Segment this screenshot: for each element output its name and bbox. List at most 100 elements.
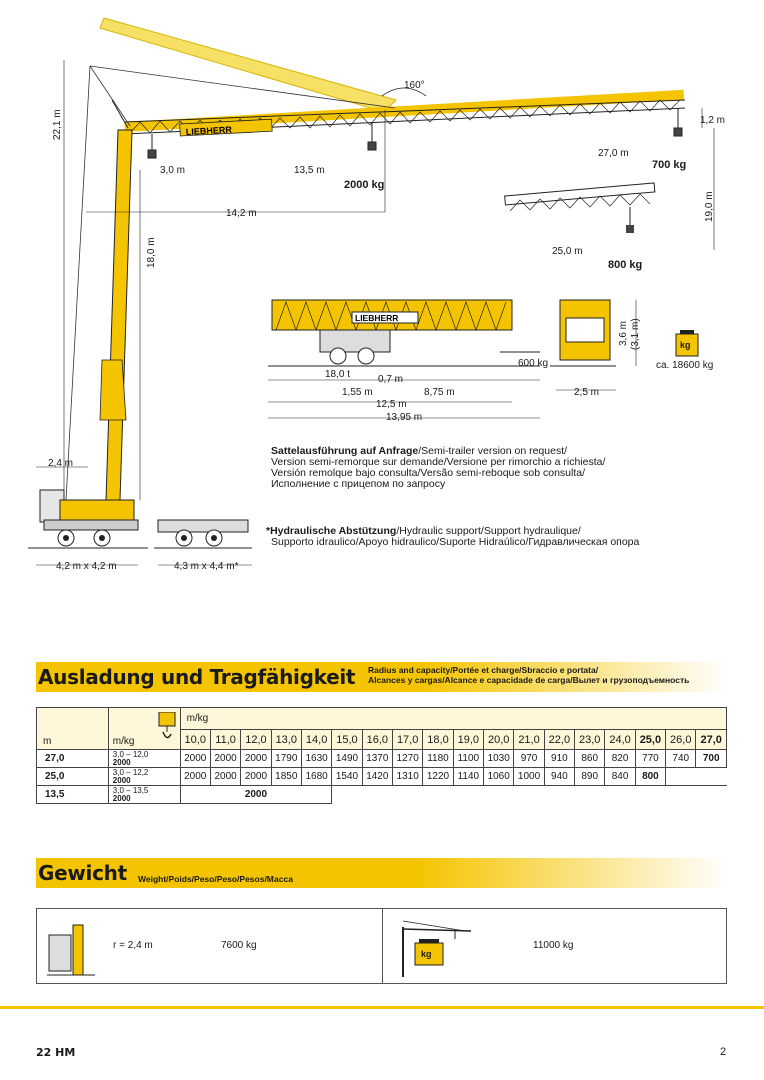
capacity-cell: 860 — [574, 749, 606, 768]
capacity-cell: 940 — [543, 767, 576, 786]
radius-header-cell: 10,0 — [179, 729, 211, 750]
range-text: 3,0 – 13,5 — [112, 785, 149, 795]
radius-25-0-label: 25,0 m — [552, 246, 583, 257]
transport-brand: LIEBHERR — [355, 313, 398, 323]
capacity-subtitle-1: Radius and capacity/Portée et charge/Sbr… — [368, 665, 599, 675]
capacity-cell: 1180 — [422, 749, 454, 768]
hydraulic-note: *Hydraulische Abstützung/Hydraulic suppo… — [266, 526, 639, 548]
capacity-cell: 1540 — [331, 767, 363, 786]
ballast-radius: r = 2,4 m — [113, 940, 153, 951]
hydraulic-note-star: * — [266, 525, 271, 537]
capacity-cell: 770 — [634, 749, 667, 768]
col-header-m: m — [36, 707, 109, 750]
total-weight: 11000 kg — [533, 940, 574, 951]
total-weight-crane-icon — [402, 920, 472, 977]
radius-header-unit: m/kg — [179, 707, 728, 730]
weight-box-divider — [382, 909, 383, 983]
capacity-cell: 1420 — [361, 767, 393, 786]
angle-label: 160° — [404, 80, 425, 91]
hydraulic-note-line-2: Supporto idraulico/Apoyo hidraulico/Supo… — [271, 536, 640, 548]
radius-header-cell: 18,0 — [422, 729, 454, 750]
capacity-cell: 800 — [634, 767, 667, 786]
capacity-section-band — [36, 662, 728, 692]
semitrailer-note-line-2: Version semi-remorque sur demande/Versio… — [271, 456, 606, 468]
jib-length-cell: 13,5 — [36, 785, 109, 804]
radius-header-cell: 13,0 — [270, 729, 302, 750]
semitrailer-note-line-3: Versión remolque bajo consulta/Versão se… — [271, 467, 586, 479]
col-header-mkg: m/kg — [107, 707, 181, 750]
radius-14-2-label: 14,2 m — [226, 208, 257, 219]
height-3-6-label: 3,6 m — [618, 320, 629, 346]
range-load-text: 2000 — [112, 757, 131, 767]
footer-page-number: 2 — [720, 1046, 727, 1058]
dim-8-75-label: 8,75 m — [424, 387, 455, 398]
range-load-text: 2000 — [112, 775, 131, 785]
radius-27-0-label: 27,0 m — [598, 148, 629, 159]
radius-header-cell: 15,0 — [331, 729, 363, 750]
capacity-cell: 1220 — [422, 767, 454, 786]
radius-13-5-label: 13,5 m — [294, 165, 325, 176]
hook-3m — [147, 134, 157, 159]
hydraulic-note-line-1: /Hydraulic support/Support hydraulique/ — [396, 525, 581, 537]
hook-13-5m — [367, 122, 377, 151]
capacity-cell: 2000 — [179, 767, 211, 786]
semitrailer-note-line-4: Исполнение с прицепом по запросу — [271, 478, 446, 490]
footer-model: 22 HM — [36, 1046, 76, 1059]
tower-mast — [65, 65, 396, 501]
hydraulic-note-bold: Hydraulische Abstützung — [270, 525, 397, 537]
trailer-load-label: 600 kg — [518, 358, 549, 369]
empty-cell — [331, 785, 727, 804]
empty-cell — [665, 767, 727, 786]
capacity-cell: 1000 — [513, 767, 545, 786]
jib-brand: LIEBHERR — [186, 125, 233, 137]
radius-header-cell: 20,0 — [483, 729, 515, 750]
range-load-text: 2000 — [112, 793, 131, 803]
capacity-cell: 1790 — [270, 749, 302, 768]
jib-25m-detail — [504, 182, 656, 233]
radius-header-cell: 27,0 — [695, 729, 727, 750]
capacity-cell: 1310 — [391, 767, 424, 786]
radius-header-cell: 23,0 — [574, 729, 606, 750]
weight-box: r = 2,4 m 7600 kg kg 11000 kg — [36, 908, 727, 984]
radius-header-cell: 16,0 — [361, 729, 393, 750]
transport-end-view — [550, 299, 616, 367]
capacity-cell: 2000 — [209, 749, 242, 768]
capacity-cell: 2000 — [209, 767, 242, 786]
capacity-cell: 1100 — [452, 749, 485, 768]
capacity-cell: 1270 — [391, 749, 424, 768]
radius-header-cell: 14,0 — [300, 729, 333, 750]
radius-header-cell: 26,0 — [665, 729, 697, 750]
capacity-cell: 2000 — [240, 767, 272, 786]
ballast-icon — [47, 924, 95, 976]
dimension-lines — [36, 60, 715, 566]
axle-load-label: 18,0 t — [325, 369, 351, 380]
weight-subtitle: Weight/Poids/Peso/Peso/Pesos/Масса — [138, 874, 293, 884]
capacity-cell: 1060 — [483, 767, 515, 786]
capacity-cell: 1850 — [270, 767, 302, 786]
semitrailer-note-line-1: /Semi-trailer version on request/ — [418, 445, 568, 457]
capacity-cell: 2000 — [179, 749, 211, 768]
height-1-2-label: 1,2 m — [700, 115, 726, 126]
weight-section-band — [36, 858, 728, 888]
capacity-cell: 840 — [604, 767, 636, 786]
capacity-cell: 740 — [665, 749, 697, 768]
radius-header-cell: 21,0 — [513, 729, 545, 750]
base-4-3-label: 4,3 m x 4,4 m* — [174, 561, 239, 572]
capacity-cell: 1680 — [300, 767, 333, 786]
hook-27m — [673, 108, 683, 137]
height-22-1-label: 22,1 m — [52, 109, 63, 140]
capacity-cell: 1030 — [483, 749, 515, 768]
load-800-label: 800 kg — [608, 259, 643, 271]
capacity-subtitle-2: Alcances y cargas/Alcance e capacidade d… — [368, 675, 690, 685]
col-header-mkg-label: m/kg — [112, 736, 135, 747]
capacity-cell: 700 — [695, 749, 727, 768]
height-19-0-label: 19,0 m — [704, 191, 715, 222]
angle-arc — [381, 87, 427, 97]
capacity-cell: 820 — [604, 749, 636, 768]
dim-2-5-label: 2,5 m — [574, 387, 600, 398]
radius-header-cell: 22,0 — [543, 729, 576, 750]
radius-header-cell: 17,0 — [391, 729, 424, 750]
